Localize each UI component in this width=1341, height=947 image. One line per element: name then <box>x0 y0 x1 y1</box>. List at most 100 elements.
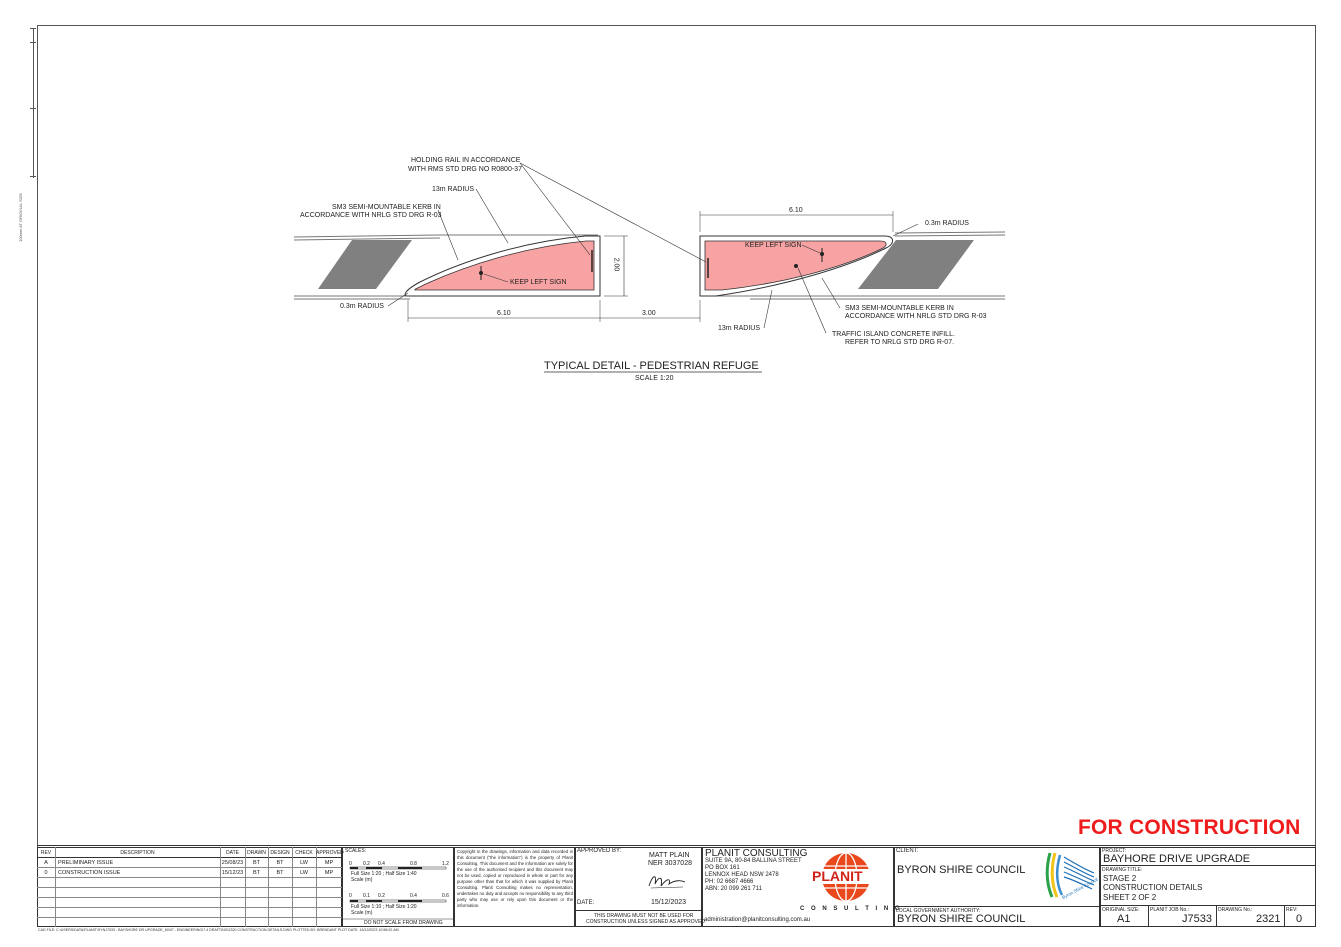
rev-0-desc: CONSTRUCTION ISSUE <box>58 870 121 876</box>
lga-name: BYRON SHIRE COUNCIL <box>897 913 1026 925</box>
company-address-3: LENNOX HEAD NSW 2478 <box>705 872 779 878</box>
scale2-tick-3: 0.4 <box>410 893 417 899</box>
label-holding-rail-2: WITH RMS STD DRG NO R0800-37 <box>408 166 522 173</box>
date-label: DATE: <box>577 900 595 906</box>
drawing-title-1: STAGE 2 <box>1103 874 1137 883</box>
hatch-area-left <box>318 240 412 289</box>
rev-0-approved: MP <box>324 870 334 876</box>
company-address-2: PO BOX 161 <box>705 865 740 871</box>
do-not-scale-note: DO NOT SCALE FROM DRAWING <box>364 920 443 926</box>
job-number: J7533 <box>1182 913 1212 925</box>
label-sm3-left-2: ACCORDANCE WITH NRLG STD DRG R-03 <box>300 212 442 219</box>
label-sm3-right-2: ACCORDANCE WITH NRLG STD DRG R-03 <box>845 313 987 320</box>
scale1-caption-1: Full Size 1:20 ; Half Size 1:40 <box>351 871 417 877</box>
side-ruler <box>33 28 36 178</box>
row-rule <box>37 897 342 898</box>
approval-panel <box>575 847 702 927</box>
scale2-caption-2: Scale (m) <box>351 910 373 916</box>
scale1-tick-0: 0 <box>349 861 352 867</box>
island-left-infill <box>414 240 595 291</box>
client-name: BYRON SHIRE COUNCIL <box>897 864 1026 876</box>
leader-sm3-left <box>437 209 459 261</box>
original-size: A1 <box>1117 913 1131 925</box>
label-dim-300: 3.00 <box>642 310 656 317</box>
label-dim-610-left: 6.10 <box>497 310 511 317</box>
row-rule <box>37 867 342 868</box>
meta-col-rule <box>1148 905 1149 927</box>
meta-col-rule <box>1216 905 1217 927</box>
rev-a: A <box>44 860 48 866</box>
label-03m-radius-left: 0.3m RADIUS <box>340 303 384 310</box>
rev-a-date: 25/08/23 <box>221 860 244 866</box>
row-rule <box>37 877 342 878</box>
scale2-tick-0: 0 <box>349 893 352 899</box>
leader-03-left <box>387 292 409 307</box>
company-abn: ABN: 20 099 261 711 <box>705 886 762 892</box>
drawing-number: 2321 <box>1256 913 1281 925</box>
company-phone: PH: 02 6687 4666 <box>705 879 754 885</box>
approver-name: MATT PLAIN <box>649 852 690 859</box>
job-number-label: PLANIT JOB No.: <box>1150 907 1190 913</box>
row-rule <box>37 907 342 908</box>
project-label: PROJECT: <box>1102 848 1127 854</box>
original-size-label: ORIGINAL SIZE: <box>1102 907 1140 913</box>
label-sm3-left-1: SM3 SEMI-MOUNTABLE KERB IN <box>332 204 441 211</box>
rev-a-approved: MP <box>324 860 334 866</box>
scale-bar-2-seg <box>350 900 358 902</box>
date-header: DATE <box>226 850 239 856</box>
label-13m-radius-right: 13m RADIUS <box>718 325 761 332</box>
label-dim-610-right: 6.10 <box>789 207 803 214</box>
company-panel <box>702 847 894 927</box>
leader-infill <box>797 267 827 334</box>
scale-bar-2-seg <box>398 900 422 902</box>
scale1-tick-1: 0.2 <box>363 861 370 867</box>
check-header: CHECK <box>295 850 313 856</box>
copyright-panel <box>454 847 575 927</box>
road-edge-top-left <box>293 234 598 238</box>
lga-label: LOCAL GOVERNMENT AUTHORITY: <box>896 908 981 914</box>
leader-sm3-right <box>821 277 841 309</box>
planit-logo-word: PLANIT <box>812 868 863 884</box>
scale1-tick-2: 0.4 <box>378 861 385 867</box>
scale2-tick-2: 0.2 <box>378 893 385 899</box>
company-address-1: SUITE 9A, 80-84 BALLINA STREET <box>705 858 802 864</box>
scale1-tick-4: 1.2 <box>442 861 449 867</box>
leader-holding-rail-2 <box>519 162 707 263</box>
row-rule <box>37 917 342 918</box>
infill-dot <box>794 264 798 268</box>
approver-ner: NER 3037028 <box>648 860 692 867</box>
copyright-text: Copyright in the drawings, information a… <box>457 849 573 908</box>
road-edge-top-right-2 <box>894 234 1006 237</box>
meta-col-rule <box>1284 905 1285 927</box>
pedestrian-refuge-detail <box>293 162 1006 373</box>
approved-header: APPROVED <box>316 850 344 856</box>
for-construction-stamp: FOR CONSTRUCTION <box>1078 816 1301 839</box>
leader-03-right <box>892 223 919 237</box>
drawing-title-2: CONSTRUCTION DETAILS <box>1103 883 1203 892</box>
planit-logo-sub: C O N S U L T I N G <box>800 906 903 912</box>
leader-13m-right <box>763 289 773 329</box>
approval-date: 15/12/2023 <box>651 899 687 906</box>
rev-number: 0 <box>1296 913 1303 925</box>
byron-council-logo <box>1045 852 1095 898</box>
label-03m-radius-right: 0.3m RADIUS <box>925 220 969 227</box>
project-name: BAYHORE DRIVE UPGRADE <box>1103 853 1251 865</box>
scale-bar-1-seg <box>366 867 382 869</box>
road-edge-top-left-2 <box>293 237 441 241</box>
cad-file-footer: CAD FILE: C:\USERS\DATA\PLANIT\SYNJ7533 … <box>38 928 399 932</box>
side-ruler-tick <box>30 108 36 109</box>
approval-warning-2: CONSTRUCTION UNLESS SIGNED AS APPROVED <box>586 919 705 925</box>
rev-0-drawn: BT <box>252 870 261 876</box>
approval-warning-rule <box>575 910 702 911</box>
side-ruler-tick <box>30 176 36 177</box>
label-infill-2: REFER TO NRLG STD DRG R-07. <box>845 339 955 346</box>
rev-0-check: LW <box>300 870 308 876</box>
company-email: administration@planitconsulting.com.au <box>704 917 811 923</box>
keep-left-dot-left <box>479 271 483 275</box>
scale-bar-1-seg <box>398 867 422 869</box>
leader-keep-left-left <box>483 273 509 283</box>
description-header: DESCRIPTION <box>120 850 155 856</box>
scales-panel <box>342 847 454 927</box>
col-rule <box>268 847 269 927</box>
approved-by-label: APPROVED BY: <box>577 848 622 854</box>
